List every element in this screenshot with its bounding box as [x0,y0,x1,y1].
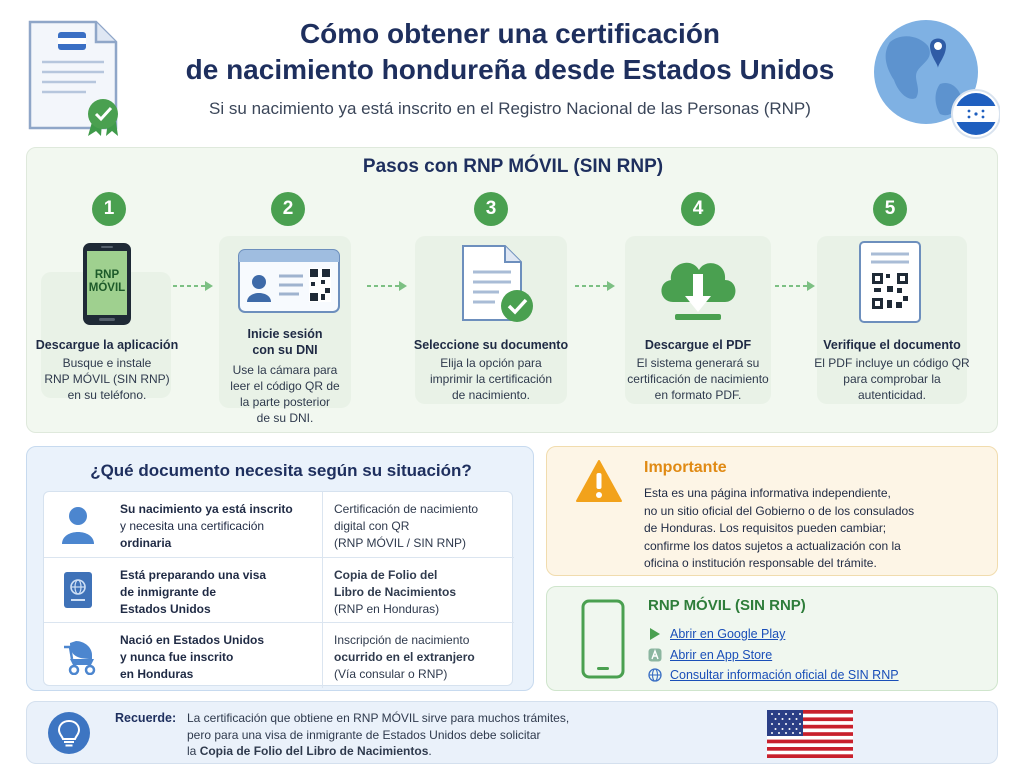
rnp-movil-title: RNP MÓVIL (SIN RNP) [648,597,806,614]
step-desc-3: Elija la opción para imprimir la certifi… [429,356,553,402]
page-title: Cómo obtener una certificación de nacimi… [185,18,835,85]
qr-document-icon [859,241,921,323]
reminder-panel: Recuerde: La certificación que obtiene e… [26,701,998,764]
step-number-2: 2 [271,192,305,226]
step-desc-2: Use la cámara para leer el código QR de … [230,363,340,425]
passport-icon [64,572,92,608]
app-store-icon [648,648,662,662]
smartphone-icon [581,599,625,679]
step-arrow-2 [367,281,407,291]
situations-panel: ¿Qué documento necesita según su situaci… [26,446,534,691]
step-title-1: Descargue la aplicación [35,338,179,352]
google-play-icon [650,628,660,640]
page-subtitle: Si su nacimiento ya está inscrito en el … [209,99,811,118]
step-arrow-4 [775,281,815,291]
important-panel: Importante Esta es una página informativ… [546,446,998,576]
step-title-2: Inicie sesión con su DNI [247,327,323,357]
important-text: Esta es una página informativa independi… [644,486,915,570]
important-title: Importante [644,459,727,476]
reminder-text: La certificación que obtiene en RNP MÓVI… [187,711,570,758]
globe-location-icon [874,20,1000,139]
globe-icon [648,668,662,682]
person-icon [62,507,94,544]
reminder-label: Recuerde: [115,711,177,725]
step-number-5: 5 [873,192,907,226]
step-desc-5: El PDF incluye un código QR para comprob… [814,356,970,402]
lightbulb-icon [48,712,90,754]
step-desc-1: Busque e instale RNP MÓVIL (SIN RNP) en … [44,356,170,402]
id-card-icon [238,249,340,313]
sin-rnp-info-link[interactable]: Consultar información oficial de SIN RNP [648,668,899,682]
step-arrow-3 [575,281,615,291]
rnp-movil-panel: RNP MÓVIL (SIN RNP) Abrir en Google Play… [546,586,998,691]
baby-stroller-icon [64,641,96,675]
step-number-3: 3 [474,192,508,226]
table-row: Su nacimiento ya está inscrito y necesit… [44,492,514,557]
step-title-5: Verifique el documento [823,338,961,352]
situations-table: Su nacimiento ya está inscrito y necesit… [43,491,514,688]
cloud-download-icon [661,262,736,320]
step-desc-4: El sistema generará su certificación de … [627,356,769,402]
certificate-document-icon [28,20,118,136]
google-play-link[interactable]: Abrir en Google Play [648,627,785,641]
steps-title: Pasos con RNP MÓVIL (SIN RNP) [362,156,664,177]
table-row: Nació en Estados Unidos y nunca fue insc… [44,622,514,688]
step-title-3: Seleccione su documento [413,338,569,352]
document-check-icon [462,245,533,322]
table-row: Está preparando una visa de inmigrante d… [44,557,514,623]
step-number-1: 1 [92,192,126,226]
smartphone-icon: RNP MÓVIL [81,241,133,327]
step-arrow-1 [173,281,213,291]
steps-panel: Pasos con RNP MÓVIL (SIN RNP) 1 2 3 4 5 … [26,147,998,433]
warning-icon [576,460,622,502]
step-title-4: Descargue el PDF [644,338,752,352]
app-store-link[interactable]: Abrir en App Store [648,648,772,662]
us-flag-icon [767,710,853,758]
situations-title: ¿Qué documento necesita según su situaci… [90,461,472,480]
step-number-4: 4 [681,192,715,226]
